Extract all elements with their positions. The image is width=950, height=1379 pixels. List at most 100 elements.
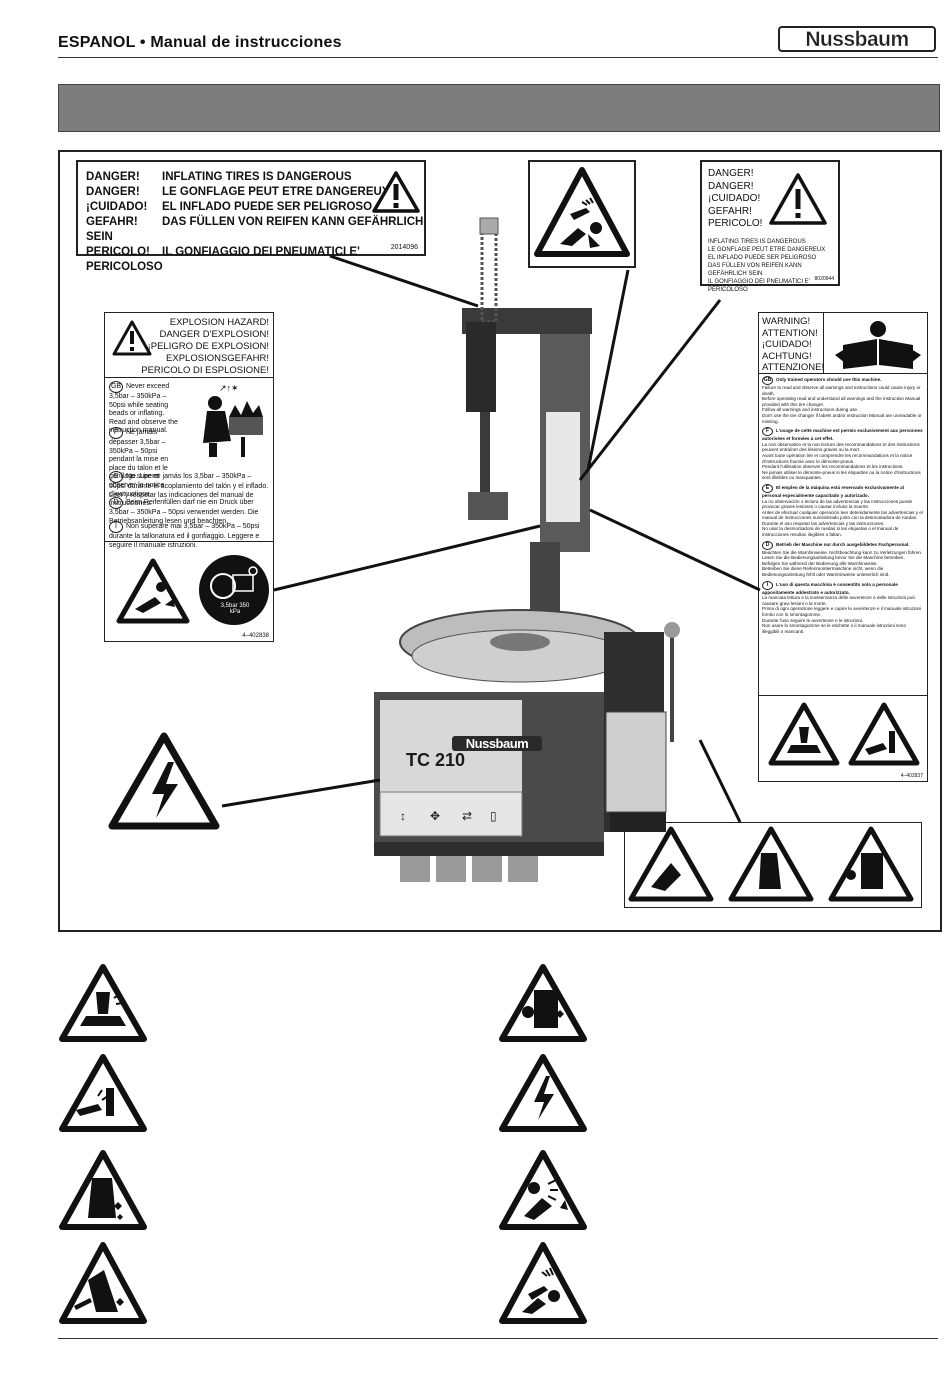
pressure-gauge-icon	[197, 553, 271, 632]
danger-line: LE GONFLAGE PEUT ETRE DANGEREUX	[708, 246, 826, 253]
warning-e-item: Antes de efectuar cualquier operación le…	[762, 509, 923, 521]
exclamation-triangle-icon	[111, 319, 153, 362]
machine-brand-plate: Nussbaum	[452, 736, 542, 751]
explosion-heading: DANGER D'EXPLOSION!	[159, 329, 269, 340]
danger-row: GEFAHR!DAS FÜLLEN VON REIFEN KANN GEFÄHR…	[86, 216, 424, 243]
exclamation-triangle-icon	[371, 170, 421, 219]
warning-gb-heading: Only trained operators should use this m…	[776, 377, 882, 382]
label-code: 2014096	[390, 244, 418, 251]
tire-changer-machine-illustration: ↕ ✥ ⇄ ▯	[370, 212, 730, 907]
header-divider	[58, 57, 938, 58]
turntable-crush-hazard-icon	[498, 962, 588, 1049]
svg-text:⇄: ⇄	[462, 809, 472, 823]
explosion-text-gb: Never exceed 3,5bar – 350kPa – 50psi whi…	[109, 383, 178, 435]
electrical-hazard-icon	[498, 1052, 588, 1139]
danger-line: INFLATING TIRES IS DANGEROUS	[708, 238, 806, 245]
explosion-text-d: Beim Reifenfüllen darf nie ein Druck übe…	[109, 499, 259, 525]
danger-multilingual-label: DANGER! DANGER! ¡CUIDADO! GEFAHR! PERICO…	[700, 160, 840, 293]
warning-gb-item: Failure to read and observe all warnings…	[762, 385, 921, 396]
label-code: 8020944	[814, 276, 834, 282]
nussbaum-logo: Nussbaum	[778, 26, 936, 52]
machine-model-label: TC 210	[406, 750, 466, 770]
exclamation-triangle-icon	[768, 172, 828, 231]
warning-gb-item: Don't use the tire changer if labels and…	[762, 412, 922, 424]
tire-explosion-hazard-icon	[115, 557, 191, 630]
danger-heading: ¡CUIDADO!	[708, 193, 761, 204]
label-code: 4–402838	[242, 633, 269, 639]
inflating-danger-label: DANGER!INFLATING TIRES IS DANGEROUS DANG…	[76, 160, 426, 273]
tire-burst-hazard-icon	[498, 1240, 588, 1331]
explosion-illustration-icon: ↗↑✶	[185, 381, 269, 466]
tire-burst-warning-label	[528, 160, 636, 268]
warning-heading: ¡CUIDADO!	[762, 339, 812, 350]
section-heading-band	[58, 84, 940, 132]
footer-divider	[58, 1338, 938, 1339]
warning-d-item: Beachten Sie die Warnhinweise. Nichtbeac…	[762, 549, 923, 555]
danger-row: ¡CUIDADO!EL INFLADO PUEDE SER PELIGROSO	[86, 201, 373, 213]
svg-text:Nussbaum: Nussbaum	[805, 28, 908, 51]
explosion-heading: ¡PELIGRO DE EXPLOSION!	[147, 341, 269, 352]
warning-e-heading: El empleo de la máquina está reservado e…	[762, 484, 904, 498]
lang-badge-d: D	[762, 540, 773, 550]
warning-f-heading: L'usage de cette machine est permis excl…	[762, 428, 923, 442]
warning-d-heading: Betrieb der Maschine nur durch ausgebild…	[776, 541, 910, 547]
hand-crush-hazard-icon	[58, 1052, 148, 1139]
warning-f-item: Pendant l'utilisation observer les recom…	[762, 464, 904, 470]
explosion-text-i: Non superare mai 3,5bar – 350kPa – 50psi…	[109, 523, 260, 549]
machine-label-overview-frame	[58, 150, 942, 932]
svg-text:✥: ✥	[430, 809, 440, 823]
warning-gb-item: Before operating read and understand all…	[762, 396, 921, 407]
danger-row: DANGER!LE GONFLAGE PEUT ETRE DANGEREUX	[86, 186, 390, 198]
explosion-hazard-label: EXPLOSION HAZARD! DANGER D'EXPLOSION! ¡P…	[104, 312, 274, 642]
warning-i-item: Prima di ogni operazione leggere e capir…	[762, 606, 922, 617]
warning-operators-label: WARNING! ATTENTION! ¡CUIDADO! ACHTUNG! A…	[758, 312, 928, 782]
explosion-heading: EXPLOSION HAZARD!	[169, 317, 269, 328]
warning-heading: ACHTUNG!	[762, 350, 812, 362]
tire-crush-hazard-icon	[58, 1148, 148, 1237]
label-code: 4–402837	[900, 773, 923, 779]
electrical-hazard-icon	[106, 730, 222, 837]
warning-e-item: No usar la desmontadora de ruedas si las…	[762, 526, 899, 538]
danger-heading: GEFAHR!	[708, 205, 752, 217]
crush-hazard-triad-icon	[628, 826, 914, 902]
hand-crush-hazard-icon	[847, 701, 921, 772]
explosion-text-e: No superar jamás los 3,5bar – 350kPa – 5…	[109, 473, 269, 508]
rotating-parts-warning-label	[624, 822, 922, 908]
rim-clamp-hazard-icon	[58, 1240, 148, 1331]
warning-e-item: Durante el uso respetar las advertencias…	[762, 520, 885, 526]
tire-burst-hazard-icon	[534, 167, 630, 257]
svg-text:↗↑✶: ↗↑✶	[219, 383, 239, 393]
danger-row: PERICOLO!IL GONFIAGGIO DEI PNEUMATICI E'…	[86, 246, 360, 273]
page-header-title: ESPANOL • Manual de instrucciones	[58, 34, 342, 51]
danger-heading: DANGER!	[708, 180, 754, 192]
warning-e-item: La no observación o lectura de las adver…	[762, 498, 913, 510]
warning-heading: ATTENZIONE!	[762, 362, 825, 373]
danger-heading: DANGER!	[708, 168, 754, 179]
label-leader-lines	[221, 254, 761, 823]
warning-f-item: La non observation et la non lecture des…	[762, 441, 920, 453]
warning-d-item: Lesen Sie die Bedienungsanleitung bevor …	[762, 555, 905, 561]
tire-explosion-hazard-icon	[498, 1148, 588, 1237]
warning-heading: ATTENTION!	[762, 327, 818, 339]
warning-d-item: Befolgen Sie während der Bedienung alle …	[762, 560, 878, 566]
danger-line: IL GONFIAGGIO DEI PNEUMATICI E' PERICOLO…	[708, 278, 810, 293]
danger-line: EL INFLADO PUEDE SER PELIGROSO	[708, 254, 817, 261]
explosion-heading: EXPLOSIONSGEFAHR!	[166, 353, 269, 364]
lang-badge-gb: GB	[762, 376, 773, 385]
svg-text:▯: ▯	[490, 809, 497, 823]
danger-line: DAS FÜLLEN VON REIFEN KANN GEFÄHRLICH SE…	[708, 262, 802, 277]
pressure-gauge-value: 3,5bar 350 kPa	[220, 603, 250, 615]
warning-i-item: Non usare lo smontagomme se le etichette…	[762, 623, 907, 634]
bead-breaker-hazard-icon	[767, 701, 841, 772]
warning-i-heading: L'uso di questa macchina è consentito so…	[762, 581, 898, 595]
danger-heading: PERICOLO!	[708, 218, 763, 229]
warning-i-item: La mancata lettura e la inosservanza del…	[762, 595, 915, 606]
warning-i-item: Durante l'uso seguire le avvertenze e le…	[762, 617, 864, 623]
warning-f-item: Avant toute opération lire et comprendre…	[762, 452, 913, 464]
read-manual-icon	[833, 319, 923, 376]
explosion-heading: PERICOLO DI ESPLOSIONE!	[141, 365, 269, 376]
warning-gb-item: Follow all warnings and instructions dur…	[762, 407, 859, 413]
explosion-text-f: Ne jamais dépasser 3,5bar – 350kPa – 50p…	[109, 429, 169, 498]
warning-f-item: Ne jamais utiliser le démonte-pneus si l…	[762, 469, 921, 481]
warning-heading: WARNING!	[762, 316, 811, 327]
